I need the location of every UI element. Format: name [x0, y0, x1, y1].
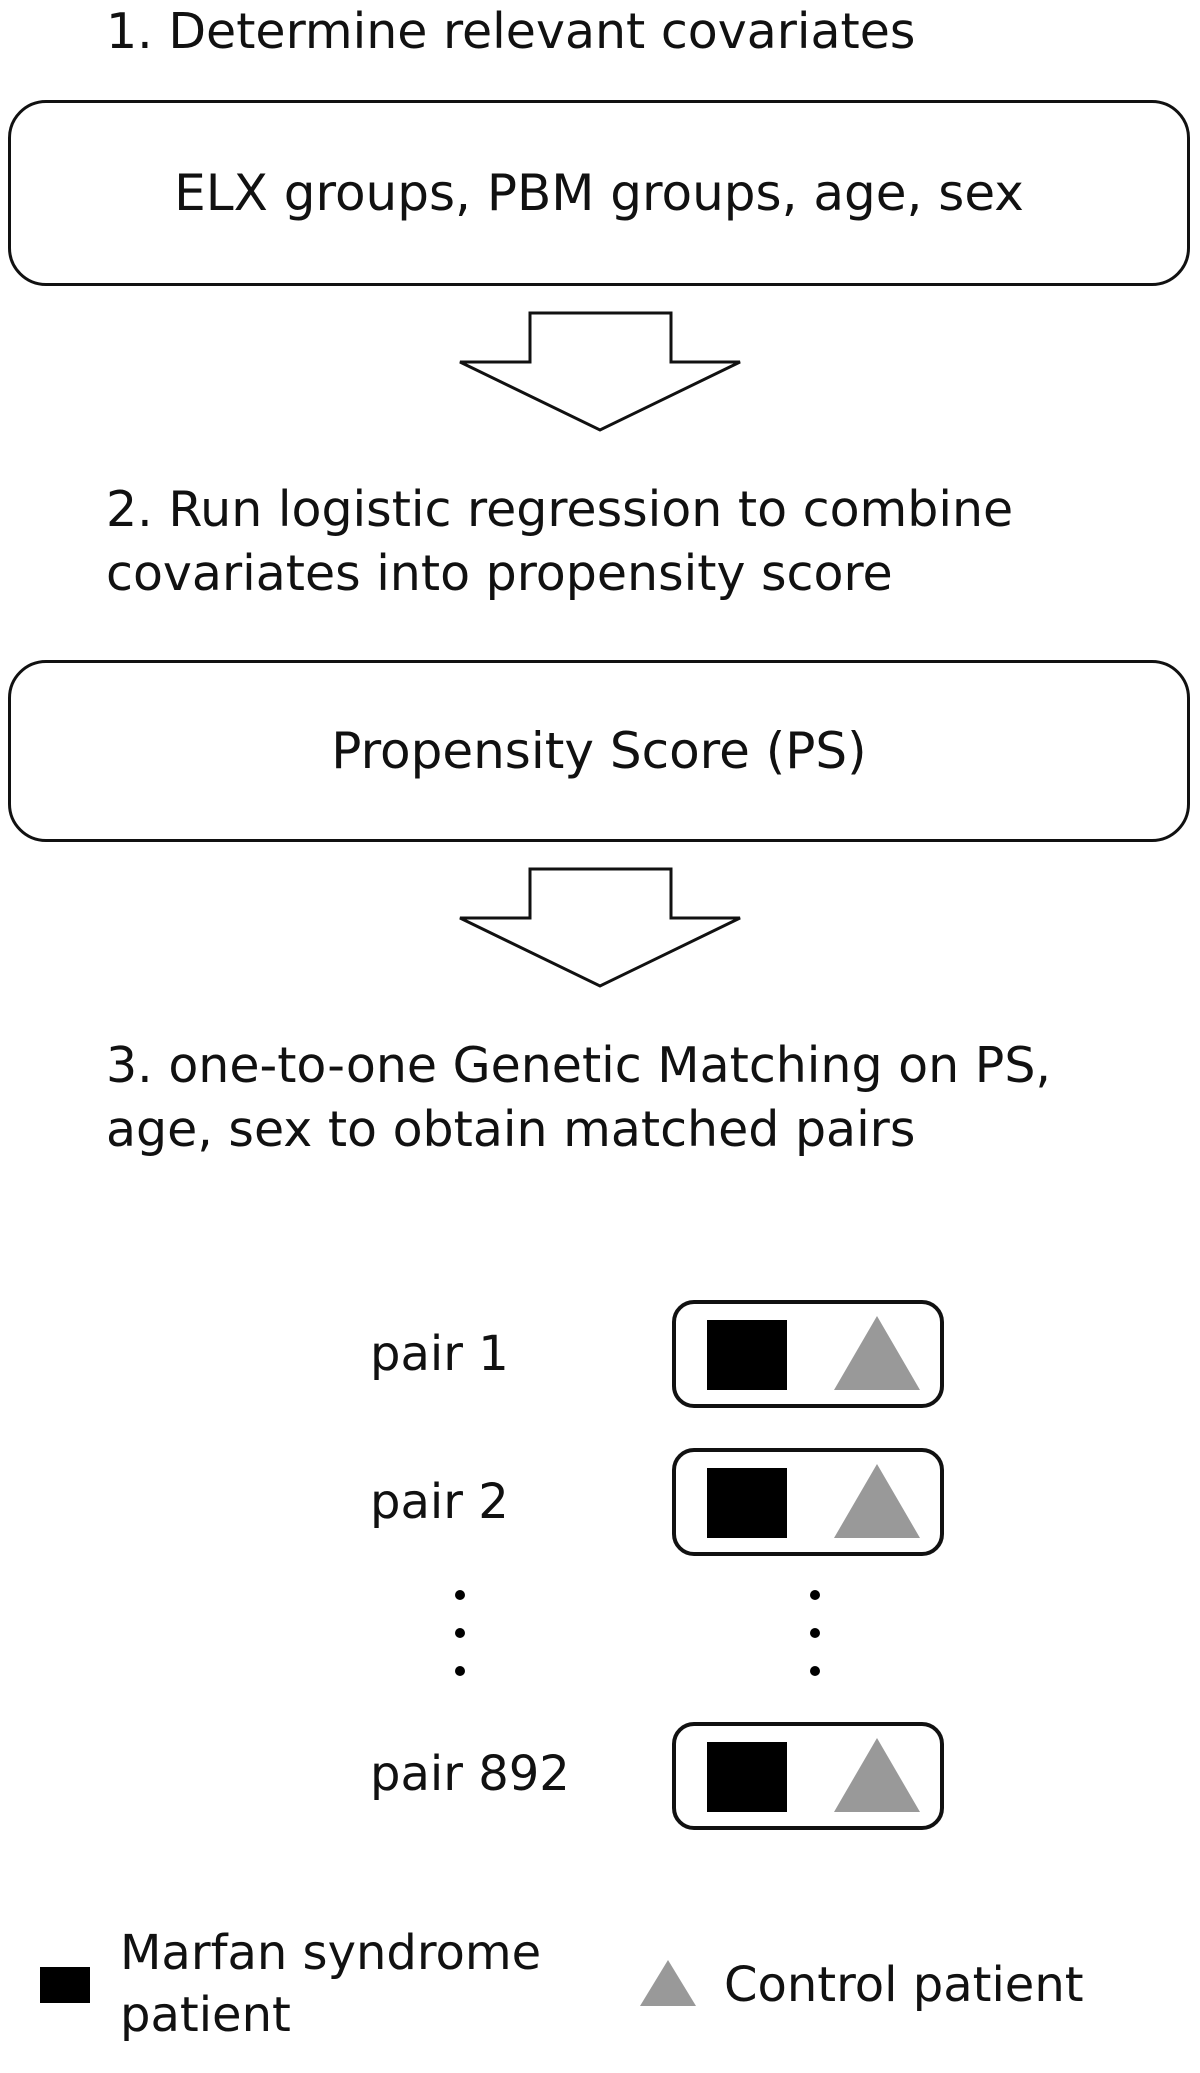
pair-label-892: pair 892 [370, 1746, 570, 1802]
step-3-title-line-2: age, sex to obtain matched pairs [106, 1100, 916, 1158]
step-1-title: 1. Determine relevant covariates [106, 0, 915, 64]
step-2-title: 2. Run logistic regression to combine co… [106, 478, 1013, 605]
control-patient-marker [834, 1316, 920, 1390]
step-2-title-line-1: 2. Run logistic regression to combine [106, 481, 1014, 538]
marfan-patient-marker [707, 1320, 787, 1390]
legend-gray-triangle-icon [640, 1960, 696, 2006]
step-1-title-line-1: 1. Determine relevant covariates [106, 3, 916, 60]
propensity-score-box: Propensity Score (PS) [8, 660, 1190, 842]
step-3-title: 3. one-to-one Genetic Matching on PS, ag… [106, 1034, 1051, 1161]
legend-control-label-line-1: Control patient [724, 1957, 1084, 2013]
step-3-title-line-1: 3. one-to-one Genetic Matching on PS, [106, 1037, 1051, 1094]
pair-label-1: pair 1 [370, 1326, 509, 1382]
control-patient-marker [834, 1738, 920, 1812]
ellipsis-dot [810, 1590, 820, 1600]
down-arrow-2 [459, 867, 741, 988]
pair-box-2 [672, 1448, 944, 1556]
pair-box-1 [672, 1300, 944, 1408]
marfan-patient-marker [707, 1468, 787, 1538]
step-2-title-line-2: covariates into propensity score [106, 544, 893, 602]
legend-marfan-label-line-1: Marfan syndrome [120, 1925, 542, 1981]
pair-box-892 [672, 1722, 944, 1830]
ellipsis-dot [810, 1666, 820, 1676]
legend-marfan-label-line-2: patient [120, 1987, 291, 2044]
control-patient-marker [834, 1464, 920, 1538]
ellipsis-dot [810, 1628, 820, 1638]
legend-black-square-icon [40, 1967, 90, 2003]
marfan-patient-marker [707, 1742, 787, 1812]
pair-label-2: pair 2 [370, 1474, 509, 1530]
legend-marfan-label: Marfan syndrome patient [120, 1922, 541, 2047]
ellipsis-dot [455, 1628, 465, 1638]
covariates-box-text: ELX groups, PBM groups, age, sex [174, 164, 1024, 222]
ellipsis-dot [455, 1590, 465, 1600]
covariates-box: ELX groups, PBM groups, age, sex [8, 100, 1190, 286]
ellipsis-dot [455, 1666, 465, 1676]
down-arrow-1 [459, 311, 741, 432]
legend-control-label: Control patient [724, 1954, 1084, 2016]
propensity-score-box-text: Propensity Score (PS) [331, 722, 867, 780]
